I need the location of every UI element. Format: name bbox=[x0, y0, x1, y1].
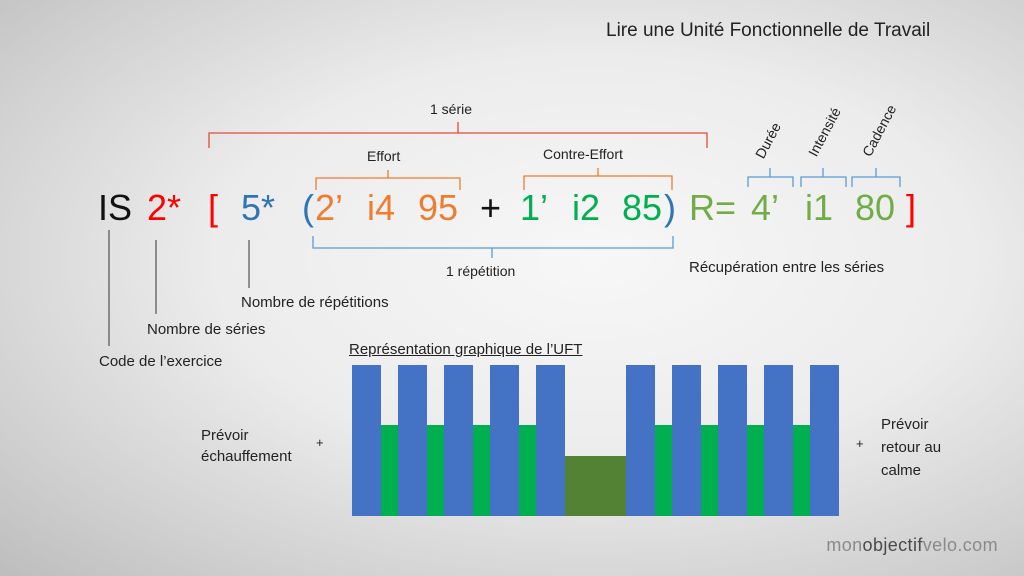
series-count-label: Nombre de séries bbox=[147, 321, 266, 338]
uft-graphic-title: Représentation graphique de l’UFT bbox=[349, 341, 583, 358]
watermark-middle: objectif bbox=[862, 535, 923, 555]
effort-bar bbox=[672, 365, 701, 516]
site-watermark: monobjectifvelo.com bbox=[826, 535, 998, 556]
counter-bar bbox=[381, 425, 398, 516]
close-paren: ) bbox=[664, 187, 676, 228]
counter-effort-bracket bbox=[523, 168, 673, 190]
warmup-line-1: Prévoir bbox=[201, 427, 249, 444]
watermark-prefix: mon bbox=[826, 535, 863, 555]
recovery-between-label: Récupération entre les séries bbox=[689, 259, 885, 276]
effort-bar bbox=[764, 365, 793, 516]
open-bracket: [ bbox=[208, 187, 219, 228]
reps-count-label: Nombre de répétitions bbox=[241, 294, 389, 311]
duration-bracket bbox=[747, 168, 794, 187]
recovery-label: R= bbox=[689, 187, 737, 228]
effort-bar bbox=[398, 365, 427, 516]
effort-duration: 2’ bbox=[315, 187, 344, 228]
page-title: Lire une Unité Fonctionnelle de Travail bbox=[606, 20, 931, 41]
one-repetition-label: 1 répétition bbox=[446, 263, 516, 279]
repetition-count: 5* bbox=[241, 187, 276, 228]
series-bracket bbox=[208, 122, 708, 148]
effort-bar bbox=[536, 365, 565, 516]
open-paren: ( bbox=[302, 187, 314, 228]
counter-effort-duration: 1’ bbox=[520, 187, 549, 228]
counter-bar bbox=[427, 425, 444, 516]
counter-bar bbox=[701, 425, 718, 516]
intensity-bracket bbox=[800, 168, 847, 187]
effort-bar bbox=[718, 365, 747, 516]
counter-effort-label: Contre-Effort bbox=[543, 146, 623, 162]
effort-label: Effort bbox=[367, 148, 401, 164]
warmup-note: Prévoir échauffement bbox=[201, 425, 292, 467]
repetition-bracket bbox=[312, 236, 674, 258]
one-series-label: 1 série bbox=[430, 101, 473, 117]
counter-effort-intensity: i2 bbox=[572, 187, 601, 228]
counter-bar bbox=[519, 425, 536, 516]
cooldown-plus: + bbox=[856, 436, 864, 451]
effort-intensity: i4 bbox=[367, 187, 396, 228]
series-count: 2* bbox=[147, 187, 182, 228]
cooldown-line-2: retour au bbox=[881, 439, 942, 456]
recovery-bar bbox=[565, 456, 626, 516]
effort-bar bbox=[490, 365, 519, 516]
exercise-code: IS bbox=[98, 187, 133, 228]
counter-bar bbox=[793, 425, 810, 516]
cooldown-note: Prévoir retour au calme bbox=[881, 413, 941, 482]
close-bracket: ] bbox=[906, 187, 917, 228]
counter-bar bbox=[747, 425, 764, 516]
effort-bar bbox=[352, 365, 381, 516]
counter-bar bbox=[655, 425, 672, 516]
warmup-plus: + bbox=[316, 435, 324, 450]
exercise-code-label: Code de l’exercice bbox=[99, 353, 223, 370]
warmup-line-2: échauffement bbox=[201, 448, 292, 465]
cooldown-line-3: calme bbox=[881, 462, 922, 479]
watermark-suffix: velo.com bbox=[922, 535, 998, 555]
counter-bar bbox=[473, 425, 490, 516]
counter-effort-cadence: 85 bbox=[622, 187, 663, 228]
effort-bracket bbox=[315, 170, 461, 190]
effort-cadence: 95 bbox=[418, 187, 459, 228]
recovery-intensity: i1 bbox=[805, 187, 834, 228]
effort-bar bbox=[626, 365, 655, 516]
recovery-duration: 4’ bbox=[751, 187, 780, 228]
cadence-bracket bbox=[851, 168, 901, 187]
plus-sign: + bbox=[480, 187, 502, 228]
effort-bar bbox=[444, 365, 473, 516]
cooldown-line-1: Prévoir bbox=[881, 416, 929, 433]
recovery-cadence: 80 bbox=[855, 187, 896, 228]
effort-bar bbox=[810, 365, 839, 516]
uft-bar-chart bbox=[352, 365, 839, 516]
